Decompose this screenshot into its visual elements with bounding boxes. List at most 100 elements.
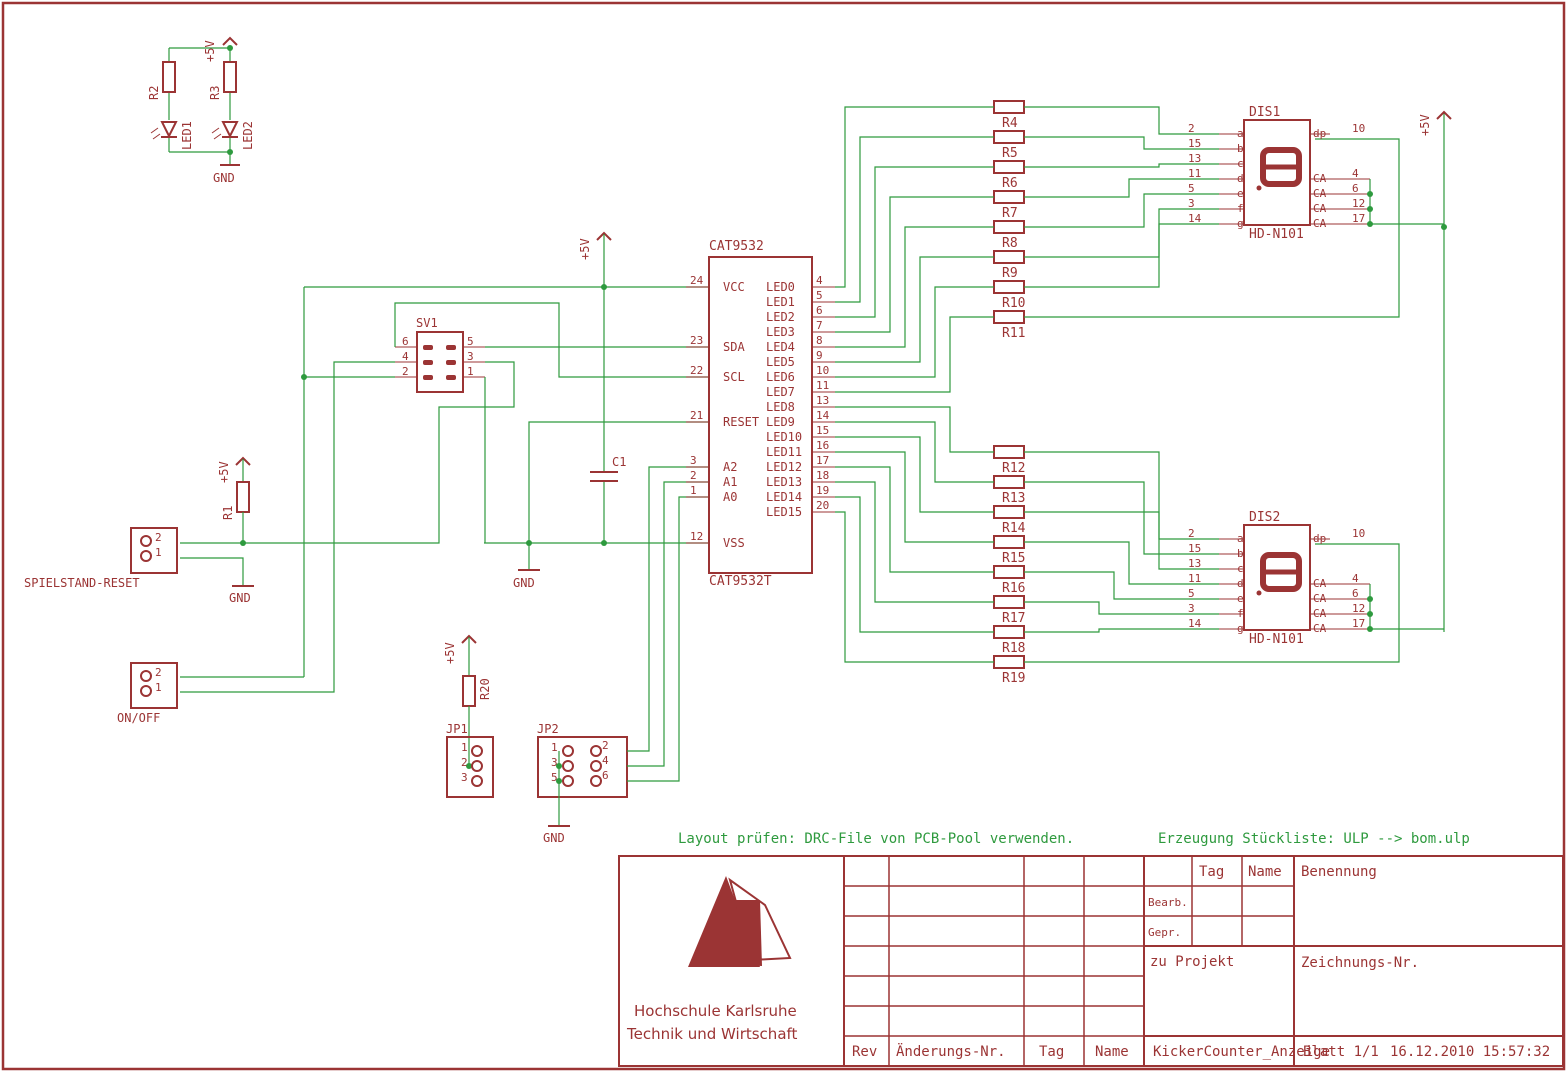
resistor-r13 [993,475,1025,489]
display-name: DIS1 [1249,105,1280,120]
display-ca-label: CA [1313,607,1327,620]
led2-label: LED2 [241,121,255,150]
display-ca-label: CA [1313,172,1327,185]
segment-letter: a [1237,532,1244,545]
segment-letter: b [1237,547,1244,560]
drc-note: Layout prüfen: DRC-File von PCB-Pool ver… [678,831,1074,847]
ic-pin-num: 3 [690,454,697,467]
segment-letter: d [1237,577,1244,590]
ic-pin-name: LED1 [766,295,795,309]
display-dp-pin: 10 [1352,527,1365,540]
resistor-r8 [993,220,1025,234]
display-dp-label: dp [1313,532,1326,545]
led-indicator-circuit: +5V R2 R3 LED1 LED2 GND [147,36,255,185]
resistor-r17-label: R17 [1002,611,1025,626]
gnd-label-jp2: GND [543,831,565,845]
svg-text:5: 5 [467,335,474,348]
ic-pin-name: LED15 [766,505,802,519]
svg-text:1: 1 [155,681,162,694]
display-seg-pin: 2 [1188,122,1195,135]
svg-text:5: 5 [551,771,558,784]
display-value: HD-N101 [1249,227,1304,242]
resistor-r18-label: R18 [1002,641,1025,656]
ic-pin-num: 5 [816,289,823,302]
resistor-r16-label: R16 [1002,581,1025,596]
ic-pin-name: A2 [723,460,737,474]
ic-pin-name: LED4 [766,340,795,354]
svg-text:2: 2 [155,531,162,544]
resistor-r6 [993,160,1025,174]
svg-text:4: 4 [602,754,609,767]
gnd-label-mid: GND [513,576,535,590]
resistor-r9-label: R9 [1002,266,1018,281]
display-ca-pin: 6 [1352,587,1359,600]
svg-text:2: 2 [602,739,609,752]
display-seg-pin: 14 [1188,617,1202,630]
vcc-label-r20: +5V [443,642,457,664]
jp1-label: JP1 [446,722,468,736]
display-ca-label: CA [1313,187,1327,200]
ic-pin-name: LED5 [766,355,795,369]
display-dis1 [1243,119,1311,226]
resistor-r9 [993,250,1025,264]
svg-text:6: 6 [602,769,609,782]
resistor-r12 [993,445,1025,459]
ic-pin-name: SCL [723,370,745,384]
ic-pin-num: 13 [816,394,829,407]
display-dp-pin: 10 [1352,122,1365,135]
ic-pin-num: 15 [816,424,829,437]
ic-pin-name: SDA [723,340,745,354]
led1-label: LED1 [180,121,194,150]
display-seg-pin: 13 [1188,557,1201,570]
display-seg-pin: 3 [1188,197,1195,210]
ic-pin-num: 4 [816,274,823,287]
ic-pin-num: 17 [816,454,829,467]
ic-pin-num: 19 [816,484,829,497]
resistor-r1 [236,481,250,513]
display-seg-pin: 3 [1188,602,1195,615]
r2-label: R2 [147,86,161,100]
display-name: DIS2 [1249,510,1280,525]
svg-text:2: 2 [402,365,409,378]
svg-text:2: 2 [155,666,162,679]
resistor-r8-label: R8 [1002,236,1018,251]
ic-pin-num: 6 [816,304,823,317]
resistor-r14 [993,505,1025,519]
resistor-r3 [223,61,237,93]
segment-letter: g [1237,622,1244,635]
title-block: Rev Änderungs-Nr. Tag Name Tag Name Bear… [618,855,1564,1067]
svg-text:zu Projekt: zu Projekt [1150,954,1234,970]
svg-text:3: 3 [461,771,468,784]
segment-letter: c [1237,157,1244,170]
display-dp-label: dp [1313,127,1326,140]
ic-pin-num: 14 [816,409,830,422]
display-ca-label: CA [1313,202,1327,215]
filename: KickerCounter_Anzeige [1153,1044,1330,1060]
jp2-jumper: JP2 1 3 5 2 4 6 GND [537,466,709,845]
resistor-r18 [993,625,1025,639]
segment-letter: e [1237,592,1244,605]
svg-text:6: 6 [402,335,409,348]
bom-note: Erzeugung Stückliste: ULP --> bom.ulp [1158,831,1470,847]
segment-letter: f [1237,202,1244,215]
display-ca-label: CA [1313,577,1327,590]
ic-pin-name: LED12 [766,460,802,474]
svg-text:4: 4 [402,350,409,363]
svg-text:Tag: Tag [1199,864,1224,880]
display-seg-pin: 13 [1188,152,1201,165]
display-ca-pin: 4 [1352,167,1359,180]
resistor-r4 [993,100,1025,114]
ic-pin-num: 9 [816,349,823,362]
display-seg-pin: 2 [1188,527,1195,540]
resistor-r12-label: R12 [1002,461,1025,476]
led2-symbol [221,121,239,139]
resistor-r16 [993,565,1025,579]
ic-pin-name: LED8 [766,400,795,414]
display-ca-label: CA [1313,592,1327,605]
resistor-r11 [993,310,1025,324]
svg-text:3: 3 [551,756,558,769]
ic-pin-name: VCC [723,280,745,294]
